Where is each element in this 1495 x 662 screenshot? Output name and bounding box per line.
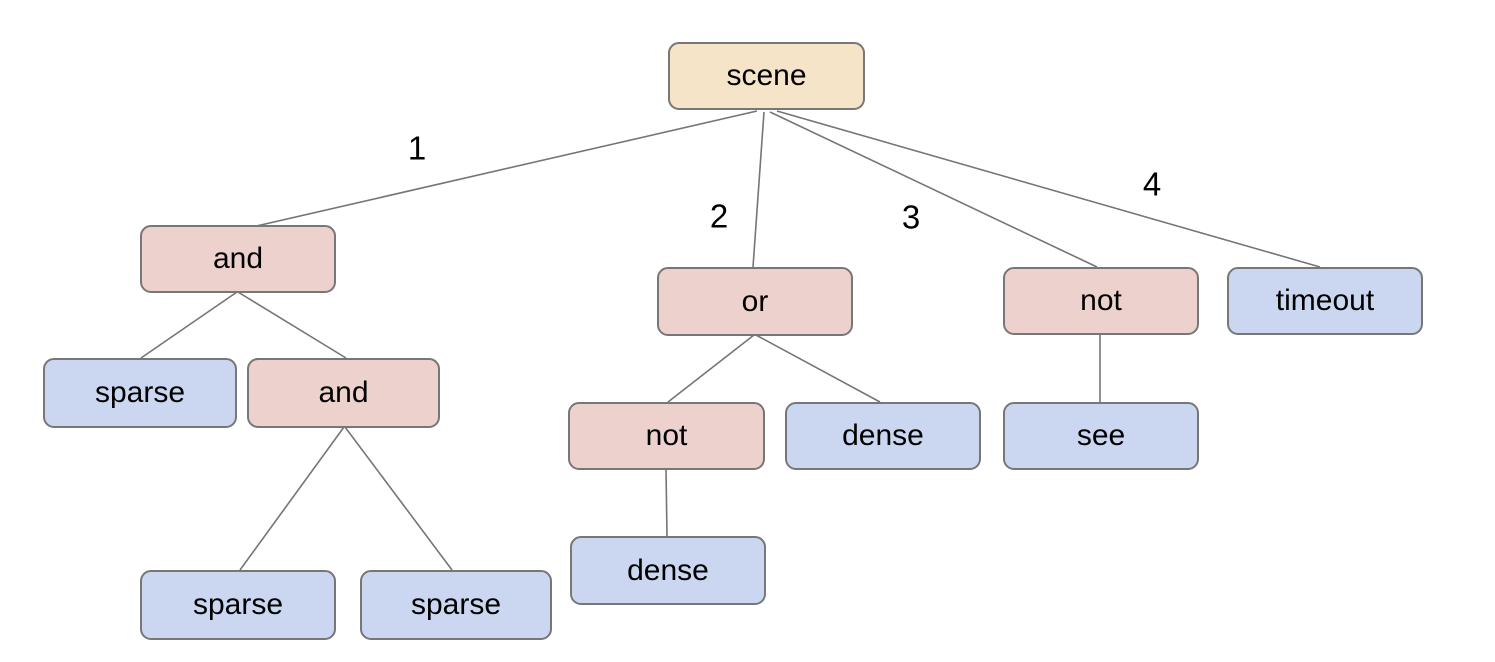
edge-label-3: 3 xyxy=(901,198,921,236)
node-dense-2[interactable]: dense xyxy=(570,536,766,605)
node-label: not xyxy=(1080,284,1122,317)
edge-and-and xyxy=(237,291,347,359)
node-sparse-1[interactable]: sparse xyxy=(43,358,237,428)
edge-scene-not xyxy=(769,111,1098,268)
node-not-1[interactable]: not xyxy=(1003,267,1199,335)
node-label: and xyxy=(212,242,264,275)
node-label: scene xyxy=(726,59,807,92)
edge-not2-dense xyxy=(665,468,668,538)
node-label: and xyxy=(318,376,369,409)
edge-or-not xyxy=(667,334,755,403)
node-label: dense xyxy=(627,553,709,587)
node-and-2[interactable]: and xyxy=(247,358,440,428)
node-sparse-3[interactable]: sparse xyxy=(360,570,552,640)
edge-and-sparse xyxy=(140,291,238,359)
node-label: see xyxy=(1076,419,1126,452)
node-label: sparse xyxy=(192,588,284,621)
edge-scene-or xyxy=(752,111,765,268)
node-label: not xyxy=(645,419,688,452)
node-timeout[interactable]: timeout xyxy=(1227,267,1423,335)
edge-label-4: 4 xyxy=(1142,165,1162,203)
edge-label-2: 2 xyxy=(709,197,729,235)
node-label: dense xyxy=(842,419,924,452)
edge-scene-and xyxy=(251,110,758,228)
node-or[interactable]: or xyxy=(657,267,853,336)
node-label: sparse xyxy=(410,588,502,621)
node-label: or xyxy=(741,284,769,318)
node-label: timeout xyxy=(1275,284,1375,317)
edge-and2-sparse-right xyxy=(344,426,453,571)
edge-label-1: 1 xyxy=(407,129,427,167)
edge-or-dense xyxy=(755,334,881,403)
node-label: sparse xyxy=(94,376,186,409)
node-and-1[interactable]: and xyxy=(140,225,336,293)
node-dense-1[interactable]: dense xyxy=(785,402,981,470)
edge-and2-sparse-left xyxy=(239,426,345,571)
node-see[interactable]: see xyxy=(1003,402,1199,470)
node-not-2[interactable]: not xyxy=(568,402,765,470)
node-scene[interactable]: scene xyxy=(668,42,865,110)
node-sparse-2[interactable]: sparse xyxy=(140,570,336,640)
edge-scene-timeout xyxy=(776,110,1321,268)
